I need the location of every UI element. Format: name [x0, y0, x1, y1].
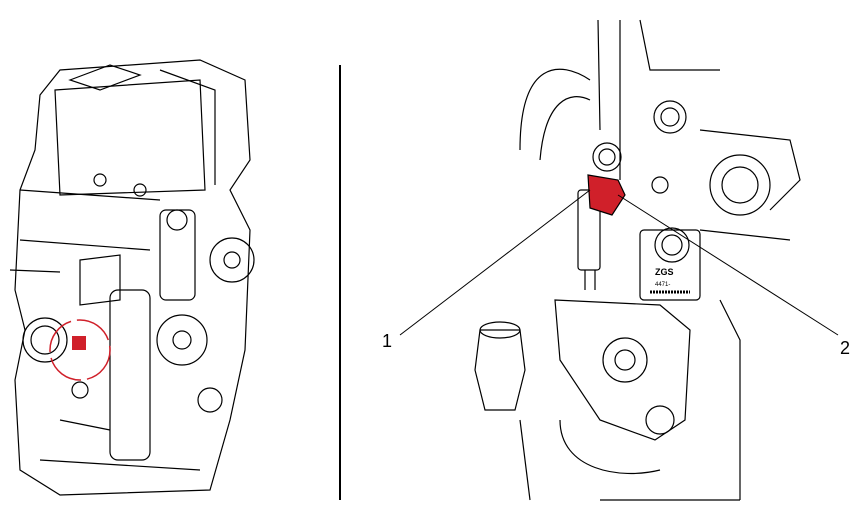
- part-label-line2: 4471-: [655, 282, 670, 288]
- callout-1: 1: [382, 331, 393, 351]
- callout-2: 2: [840, 338, 851, 358]
- callout-1-leader: [399, 189, 591, 336]
- engine-overview: [9, 59, 255, 496]
- callout-2-leader: [617, 194, 839, 336]
- part-label-line1: ZGS: [655, 267, 674, 277]
- engine-detail-view: ZGS 4471-: [399, 19, 839, 501]
